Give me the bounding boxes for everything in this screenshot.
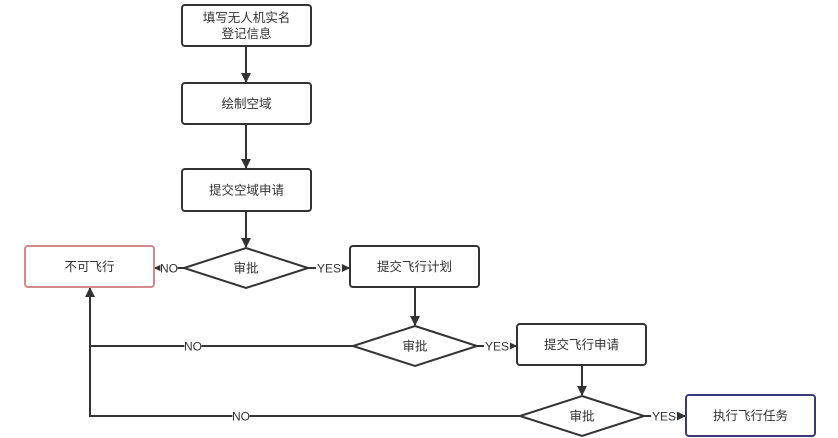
edge-label-no: NO: [232, 410, 250, 424]
node-d1[interactable]: 审批: [180, 246, 312, 290]
deny-box[interactable]: [24, 245, 155, 288]
node-d2[interactable]: 审批: [349, 324, 481, 368]
node-label: 提交飞行申请: [544, 337, 619, 352]
edge-label-bg: [651, 409, 677, 423]
edge-label-yes: YES: [652, 410, 676, 424]
edge-label-no: NO: [184, 340, 202, 354]
node-n3[interactable]: 提交空域申请: [181, 168, 312, 212]
node-label: 审批: [402, 339, 427, 354]
process-box[interactable]: [181, 82, 312, 125]
decision-diamond[interactable]: [516, 394, 648, 438]
node-label: 填写无人机实名: [203, 10, 291, 25]
edge-label-bg: [316, 261, 342, 275]
node-label: 不可飞行: [64, 259, 114, 274]
process-box[interactable]: [685, 394, 816, 437]
node-label: 审批: [233, 261, 258, 276]
edge-label-bg: [232, 409, 250, 423]
node-n6[interactable]: 执行飞行任务: [685, 394, 816, 437]
node-n2[interactable]: 绘制空域: [181, 82, 312, 125]
edge-label-bg: [160, 261, 178, 275]
node-label: 提交空域申请: [209, 183, 284, 198]
node-n4[interactable]: 提交飞行计划: [349, 245, 480, 288]
edge-label-bg: [484, 339, 510, 353]
process-box[interactable]: [349, 245, 480, 288]
node-d3[interactable]: 审批: [516, 394, 648, 438]
node-label: 执行飞行任务: [713, 408, 788, 423]
edge-label-yes: YES: [485, 340, 509, 354]
node-label: 绘制空域: [221, 96, 271, 111]
edge-d2-to-deny: [85, 287, 353, 347]
process-box[interactable]: [181, 168, 312, 212]
edge-d3-to-deny: [89, 346, 520, 417]
edge-label-yes: YES: [317, 262, 341, 276]
node-label: 审批: [569, 409, 594, 424]
decision-diamond[interactable]: [349, 324, 481, 368]
edge-label-bg: [184, 339, 202, 353]
node-n5[interactable]: 提交飞行申请: [516, 323, 647, 366]
node-label: 提交飞行计划: [377, 259, 452, 274]
node-deny[interactable]: 不可飞行: [24, 245, 155, 288]
process-box[interactable]: [181, 4, 312, 47]
process-box[interactable]: [516, 323, 647, 366]
decision-diamond[interactable]: [180, 246, 312, 290]
edge-label-no: NO: [160, 262, 178, 276]
node-label: 登记信息: [221, 26, 271, 41]
